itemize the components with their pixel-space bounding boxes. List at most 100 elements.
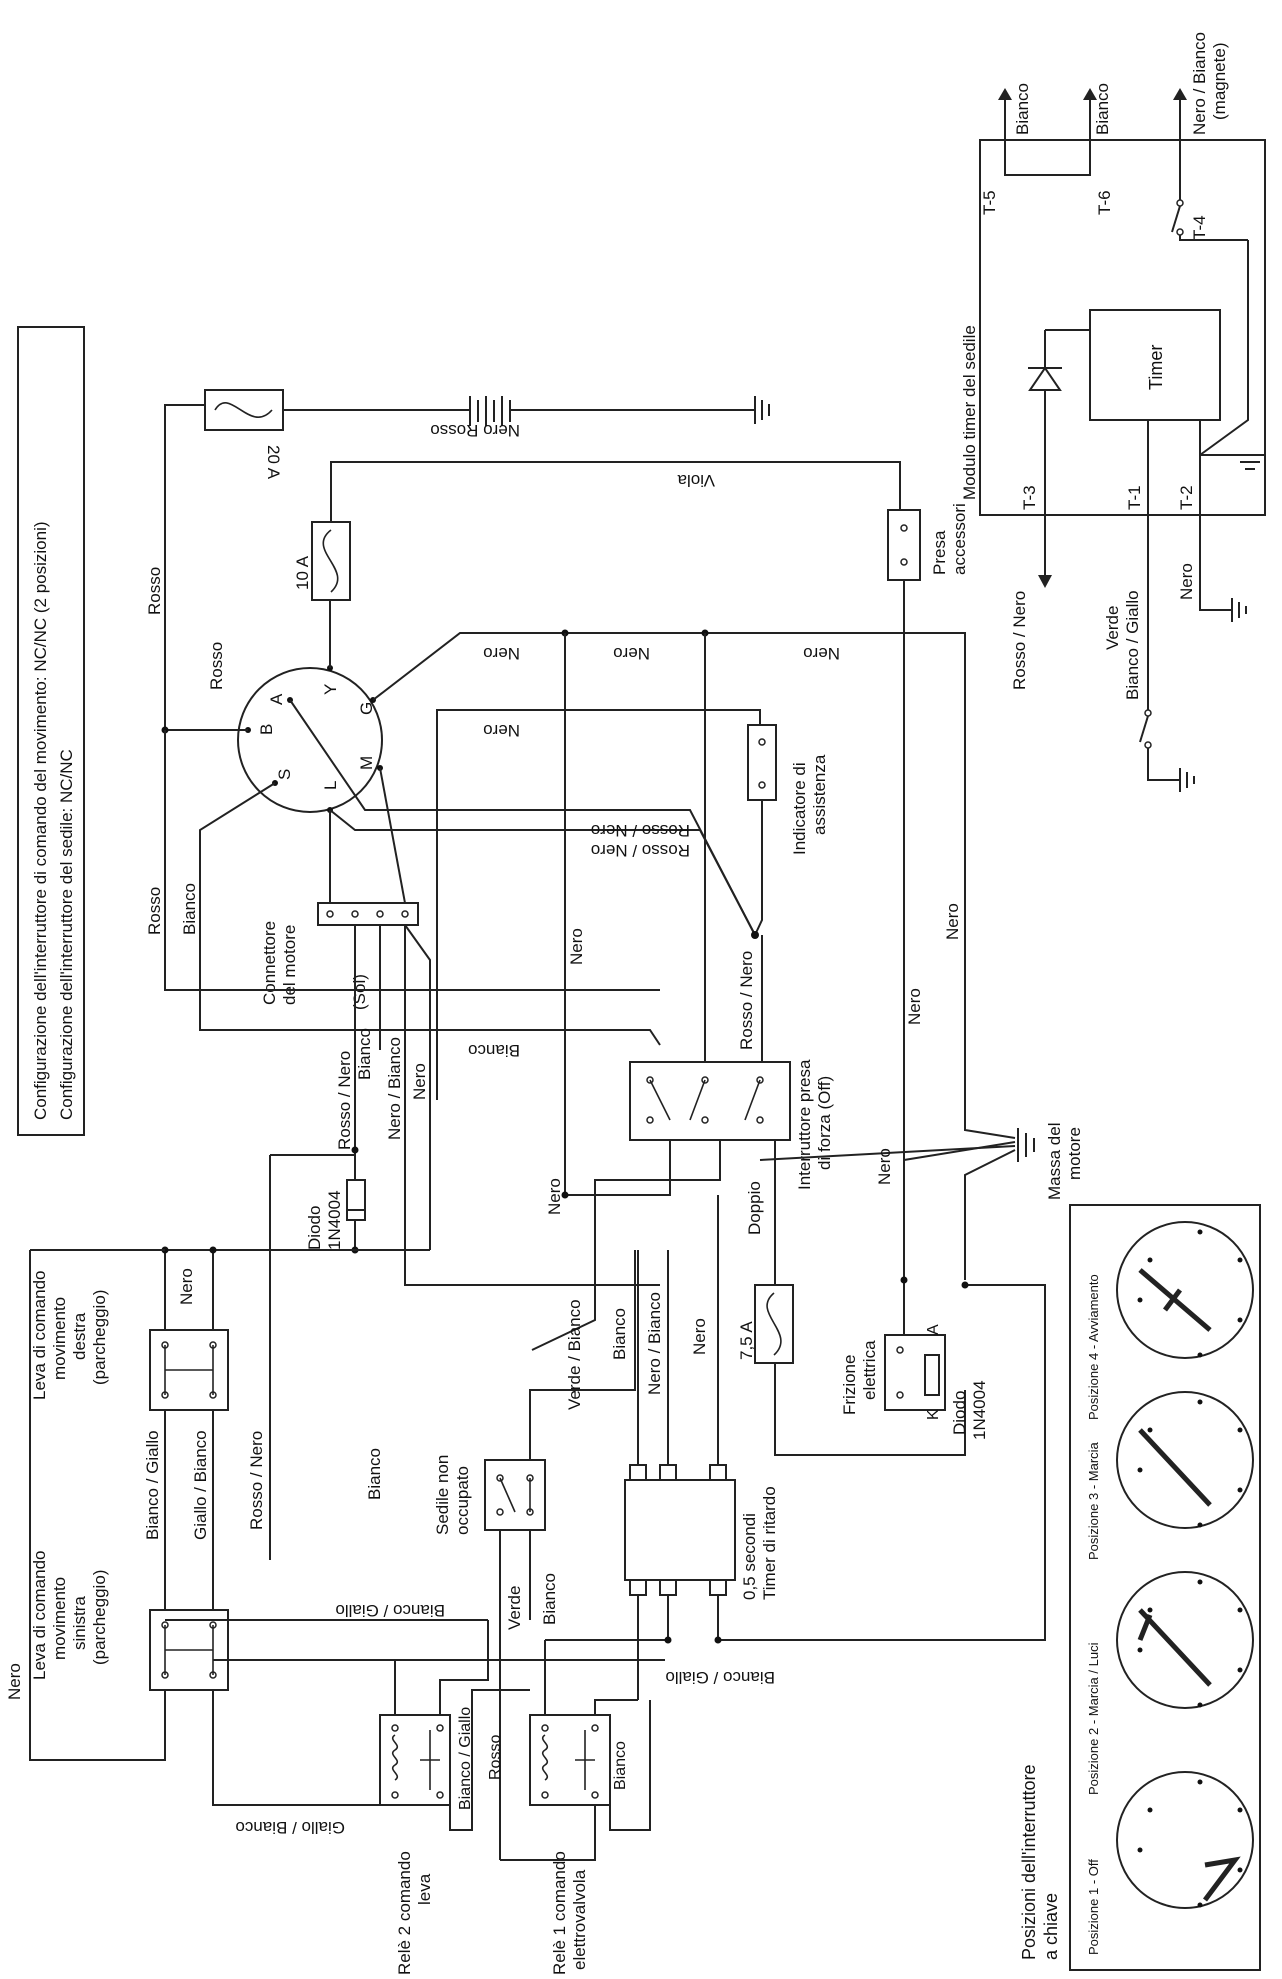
pto-switch: Interruttore presa di forza (Off) Rosso … [531, 633, 834, 1351]
clutch-pin-k: K [925, 1409, 942, 1420]
lever-right-label-4: (parcheggio) [90, 1290, 109, 1385]
wire-label-bianco-2: Bianco [468, 1041, 520, 1060]
wire-label-nero-3: Nero [803, 644, 840, 663]
diode-top-label-2: 1N4004 [325, 1190, 344, 1250]
wire-label-nero-8: Nero [943, 903, 962, 940]
diode-top-label-1: Diodo [305, 1206, 324, 1250]
accessory-socket-label-2: accessori [950, 503, 969, 575]
fuse-10a-label: 10 A [293, 555, 312, 590]
lever-right-label-1: Leva di comando [30, 1271, 49, 1400]
wire-label-giallo-bianco-1: Giallo / Bianco [191, 1430, 210, 1540]
key-position-1-label: Posizione 1 - Off [1086, 1859, 1101, 1955]
wire-label-rosso-nero-1: Rosso / Nero [591, 821, 690, 840]
rosso-bianco-loop: Bianco Bianco Rosso [145, 730, 661, 1060]
pto-switch-label-2: di forza (Off) [815, 1076, 834, 1170]
terminal-t2: T-2 [1177, 485, 1196, 510]
header-line1: Configurazione dell'interruttore di coma… [31, 521, 50, 1120]
motor-connector-label-2: del motore [280, 925, 299, 1005]
wire-label-rosso-3: Rosso [487, 1735, 504, 1780]
wire-label-bianco-1: Bianco [180, 883, 199, 935]
key-terminal-y: Y [321, 684, 340, 695]
lever-left-label-1: Leva di comando [30, 1551, 49, 1680]
clutch-diode-label-2: 1N4004 [970, 1380, 989, 1440]
t2-in-label: Nero [1177, 563, 1196, 600]
wire-label-nero-1: Nero [483, 644, 520, 663]
wire-label-nero-2: Nero [613, 644, 650, 663]
accessory-socket-label-1: Presa [930, 530, 949, 575]
wire-label-nero-5: Nero [567, 928, 586, 965]
wire-label-nero-4: Nero [483, 721, 520, 740]
wire-label-bianco-4: Bianco [365, 1448, 384, 1500]
relay2-label-1: Relè 2 comando [395, 1851, 414, 1975]
t1-ground-icon [1179, 768, 1195, 792]
wire-label-bianco-giallo-4: Bianco / Giallo [457, 1707, 474, 1810]
terminal-t3: T-3 [1020, 485, 1039, 510]
terminal-t4: T-4 [1190, 215, 1209, 240]
wire-label-bianco-giallo-3: Bianco / Giallo [665, 1668, 775, 1687]
wire-label-nero-6: Nero [545, 1178, 564, 1215]
t4-out-label-1: Nero / Bianco [1190, 32, 1209, 135]
terminal-t6: T-6 [1095, 190, 1114, 215]
wire-label-bianco-6: Bianco [610, 1308, 629, 1360]
seat-switch-label-2: occupato [453, 1466, 472, 1535]
lever-left-label-2: movimento [50, 1577, 69, 1660]
t6-out-label: Bianco [1093, 83, 1112, 135]
engine-ground: Massa del motore Nero Nero Nero [759, 903, 1084, 1280]
pto-switch-label-1: Interruttore presa [795, 1059, 814, 1190]
wire-label-viola: Viola [677, 471, 715, 490]
wire-label-rosso-nero-4: Rosso / Nero [335, 1051, 354, 1150]
delay-timer: 0,5 secondi Timer di ritardo Verde / Bia… [545, 1195, 1046, 1700]
key-position-1-dial [1116, 1771, 1254, 1909]
wire-label-rosso-1: Rosso [145, 567, 164, 615]
wire-label-rosso-nero-3: Rosso / Nero [737, 951, 756, 1050]
relay-1: Relè 1 comando elettrovalvola Bianco [500, 1640, 651, 1975]
wire-label-nero-10: Nero [410, 1063, 429, 1100]
t1-in-label-1: Verde [1103, 606, 1122, 650]
wire-label-bianco-7: Bianco [612, 1741, 629, 1790]
wire-label-rosso-nero-2: Rosso / Nero [591, 841, 690, 860]
key-terminal-b: B [257, 724, 276, 735]
clutch-diode-label-1: Diodo [950, 1391, 969, 1435]
relay1-label-1: Relè 1 comando [550, 1851, 569, 1975]
electric-clutch: 7,5 A A K Frizione elettrica Diodo 1N400… [737, 1260, 989, 1456]
t1-in-label-2: Bianco / Giallo [1123, 590, 1142, 700]
key-positions-title-2: a chiave [1041, 1893, 1061, 1960]
battery-symbol [469, 396, 511, 426]
key-position-3-dial [1116, 1391, 1254, 1529]
wire-label-bianco-3: Bianco [355, 1028, 374, 1080]
fuse-20a [204, 389, 284, 431]
seat-timer-module: Modulo timer del sedile Timer T-3 T-1 T-… [960, 32, 1266, 792]
t3-in-label: Rosso / Nero [1010, 591, 1029, 690]
key-terminal-a: A [267, 693, 286, 705]
lever-right-label-3: destra [70, 1312, 89, 1360]
wire-label-nero-11: Nero [177, 1268, 196, 1305]
key-terminal-l: L [321, 781, 340, 790]
diode-1n4004-top: Diodo 1N4004 Rosso / Nero Bianco Nero / … [150, 1028, 430, 1560]
header-line2: Configurazione dell'interruttore del sed… [57, 749, 76, 1120]
t4-out-label-2: (magnete) [1210, 43, 1229, 120]
key-position-4-dial [1116, 1221, 1254, 1359]
wire-label-rosso-2: Rosso [145, 887, 164, 935]
accessory-socket [887, 509, 921, 581]
wire-label-rosso-nero-5: Rosso / Nero [247, 1431, 266, 1530]
wire-label-doppio: Doppio [745, 1181, 764, 1235]
wire-label-nero-12: Nero [5, 1663, 24, 1700]
engine-ground-icon [1017, 1128, 1035, 1162]
wire-label-giallo-bianco-2: Giallo / Bianco [235, 1818, 345, 1837]
lever-right: Leva di comando movimento destra (parche… [30, 1246, 229, 1660]
relay1-label-2: elettrovalvola [570, 1869, 589, 1970]
terminal-t1: T-1 [1125, 485, 1144, 510]
seat-switch: Sedile non occupato Bianco Verde Bianco [365, 1250, 636, 1860]
wire-label-rosso-key: Rosso [207, 642, 226, 690]
wire-label-verde-1: Verde [505, 1586, 524, 1630]
key-position-3-label: Posizione 3 - Marcia [1086, 1441, 1101, 1560]
wire-label-verde-bianco: Verde / Bianco [565, 1299, 584, 1410]
lever-right-label-2: movimento [50, 1297, 69, 1380]
key-terminal-m: M [357, 756, 376, 770]
seat-switch-label-1: Sedile non [433, 1455, 452, 1535]
service-indicator-label-1: Indicatore di [790, 762, 809, 855]
key-positions: Posizioni dell'interruttore a chiave Pos… [1019, 1204, 1261, 1971]
ground-runs: Nero Nero Nero Nero Indicatore di assist… [289, 629, 966, 1110]
key-switch: B A Y G M L S Rosso [207, 642, 383, 813]
